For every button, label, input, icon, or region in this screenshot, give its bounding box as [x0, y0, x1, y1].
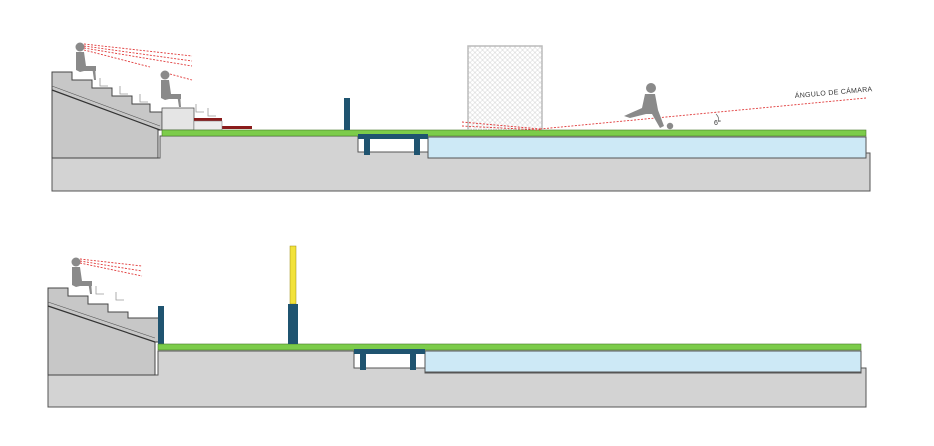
steel-support: [358, 134, 428, 155]
sightlines-spectators: [83, 43, 193, 81]
tall-pole-yellow: [289, 245, 297, 305]
pitch-surface-bottom: [157, 343, 862, 351]
angle-arc: [715, 113, 719, 123]
sightlines-spectators-bottom: [79, 258, 143, 277]
short-post: [344, 98, 350, 130]
seat-row-2: [222, 126, 252, 129]
front-platform: [161, 107, 195, 131]
tall-pole-base: [288, 304, 298, 344]
grandstand: [51, 71, 163, 159]
edge-post: [158, 306, 164, 344]
seated-person-icon-2: [160, 70, 181, 107]
steel-support-bottom: [354, 349, 425, 370]
seated-person-icon: [75, 42, 96, 80]
grandstand-bottom: [47, 287, 161, 376]
kicking-player-icon: [624, 83, 674, 130]
seat-platform: [193, 120, 223, 131]
grandstand-slab-line-bottom: [47, 305, 156, 343]
camera-sightlines: [461, 97, 867, 131]
pitch-surface: [161, 129, 867, 137]
grandstand-slab-line-2: [51, 85, 161, 127]
empty-seats-bottom: [95, 286, 124, 301]
goal-net-icon: [467, 45, 543, 130]
empty-seats: [99, 78, 216, 117]
angle-value-label: 6°: [714, 119, 721, 127]
seated-person-icon-3: [71, 257, 92, 294]
seat-row: [194, 118, 222, 121]
camera-angle-label: ÁNGULO DE CÁMARA: [794, 84, 872, 100]
grandstand-slab-line: [51, 89, 161, 131]
pool-channel-bottom: [424, 350, 862, 373]
pool-channel: [427, 136, 867, 159]
ground-slab-bottom: [47, 350, 867, 408]
grandstand-slab-line-bottom-2: [47, 301, 156, 339]
section-bottom: [47, 245, 867, 408]
section-top: ÁNGULO DE CÁMARA 6°: [51, 42, 873, 192]
